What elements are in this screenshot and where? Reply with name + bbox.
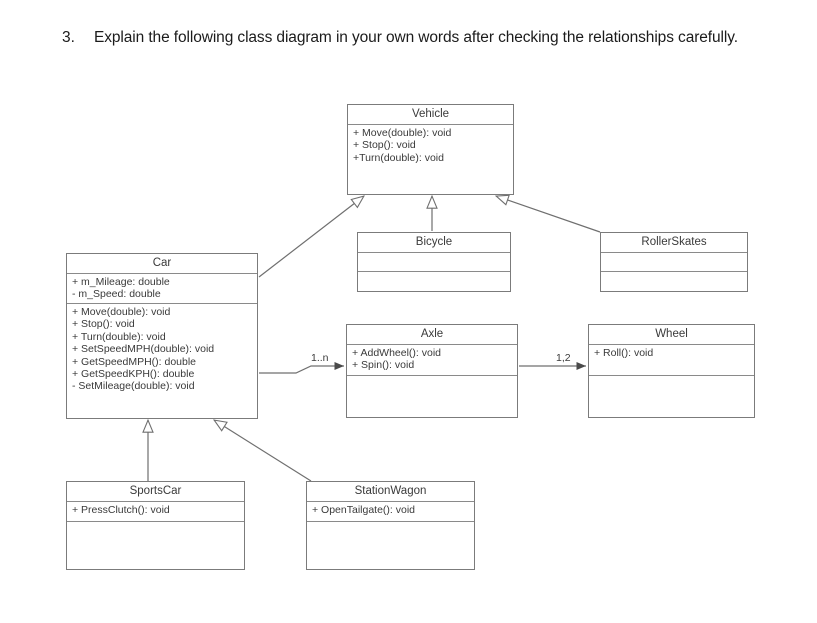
class-box-sportscar[interactable]: SportsCar + PressClutch(): void [66, 481, 245, 570]
association-car-to-axle [259, 362, 344, 374]
class-attributes-stationwagon: + OpenTailgate(): void [307, 502, 474, 522]
class-operations-rollerskates [601, 272, 747, 292]
class-attributes-rollerskates [601, 253, 747, 272]
class-operations-sportscar [67, 522, 244, 568]
operation: + SetSpeedMPH(double): void [72, 343, 215, 356]
multiplicity-car-axle: 1..n [311, 352, 329, 364]
operation: + Stop(): void [353, 139, 416, 152]
class-box-wheel[interactable]: Wheel + Roll(): void [588, 324, 755, 418]
class-attributes-sportscar: + PressClutch(): void [67, 502, 244, 522]
operation: + Stop(): void [72, 318, 135, 331]
attribute: + PressClutch(): void [72, 504, 170, 516]
class-operations-bicycle [358, 272, 510, 292]
operation: +Turn(double): void [353, 151, 444, 164]
operation: + GetSpeedMPH(): double [72, 355, 197, 368]
class-name-sportscar: SportsCar [67, 482, 244, 502]
attribute: + m_Mileage: double [72, 276, 170, 288]
operation: - SetMileage(double): void [72, 380, 195, 393]
class-operations-car: + Move(double): void + Stop(): void + Tu… [67, 304, 257, 419]
class-operations-axle [347, 376, 517, 417]
generalization-car-to-vehicle [258, 195, 365, 278]
class-attributes-car: + m_Mileage: double - m_Speed: double [67, 274, 257, 304]
class-name-vehicle: Vehicle [348, 105, 513, 125]
class-box-stationwagon[interactable]: StationWagon + OpenTailgate(): void [306, 481, 475, 570]
question-prompt: 3. Explain the following class diagram i… [62, 26, 782, 50]
attribute: + Spin(): void [352, 359, 415, 372]
generalization-rollerskates-to-vehicle [494, 194, 601, 233]
operation: + GetSpeedKPH(): double [72, 368, 195, 381]
class-attributes-wheel: + Roll(): void [589, 345, 754, 376]
class-box-vehicle[interactable]: Vehicle + Move(double): void + Stop(): v… [347, 104, 514, 195]
class-attributes-axle: + AddWheel(): void + Spin(): void [347, 345, 517, 376]
class-box-car[interactable]: Car + m_Mileage: double - m_Speed: doubl… [66, 253, 258, 419]
class-operations-vehicle: + Move(double): void + Stop(): void +Tur… [348, 125, 513, 193]
class-name-rollerskates: RollerSkates [601, 233, 747, 253]
operation: + Turn(double): void [72, 330, 166, 343]
class-operations-stationwagon [307, 522, 474, 568]
class-box-axle[interactable]: Axle + AddWheel(): void + Spin(): void [346, 324, 518, 418]
attribute: - m_Speed: double [72, 288, 161, 301]
class-box-bicycle[interactable]: Bicycle [357, 232, 511, 292]
class-box-rollerskates[interactable]: RollerSkates [600, 232, 748, 292]
class-name-wheel: Wheel [589, 325, 754, 345]
attribute: + OpenTailgate(): void [312, 504, 416, 516]
class-attributes-bicycle [358, 253, 510, 272]
attribute: + AddWheel(): void [352, 347, 442, 359]
question-number: 3. [62, 29, 75, 46]
class-name-car: Car [67, 254, 257, 274]
question-text: Explain the following class diagram in y… [94, 29, 738, 46]
generalization-stationwagon-to-car [212, 419, 312, 482]
attribute: + Roll(): void [594, 347, 654, 359]
multiplicity-axle-wheel: 1,2 [556, 352, 571, 364]
class-name-bicycle: Bicycle [358, 233, 510, 253]
operation: + Move(double): void [72, 306, 171, 318]
class-operations-wheel [589, 376, 754, 417]
class-name-stationwagon: StationWagon [307, 482, 474, 502]
class-name-axle: Axle [347, 325, 517, 345]
operation: + Move(double): void [353, 127, 452, 139]
